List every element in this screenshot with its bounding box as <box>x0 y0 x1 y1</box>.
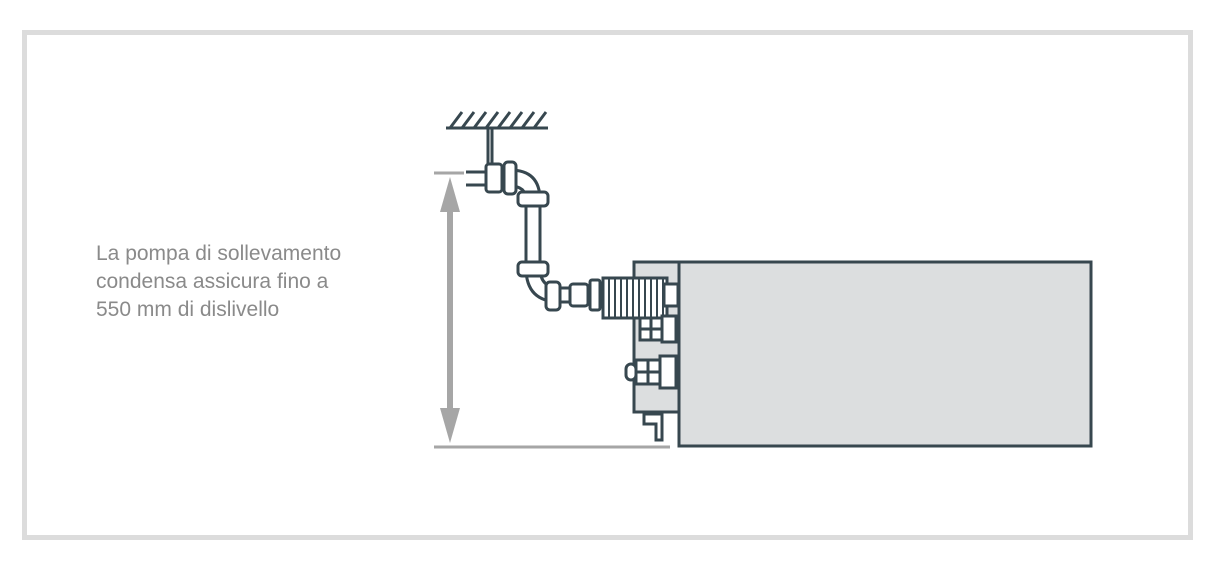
hatched-ceiling-icon <box>446 111 548 168</box>
condensate-pipe-icon <box>466 160 602 312</box>
double-arrow-dimension-icon <box>434 171 670 449</box>
caption-line-2: condensa assicura fino a <box>96 270 329 293</box>
condensate-pump-icon <box>601 260 682 442</box>
caption-line-3: 550 mm di dislivello <box>96 298 280 321</box>
caption: La pompa di sollevamento condensa assicu… <box>96 240 416 324</box>
fan-coil-unit-icon <box>677 260 1093 448</box>
caption-line-1: La pompa di sollevamento <box>96 242 342 265</box>
